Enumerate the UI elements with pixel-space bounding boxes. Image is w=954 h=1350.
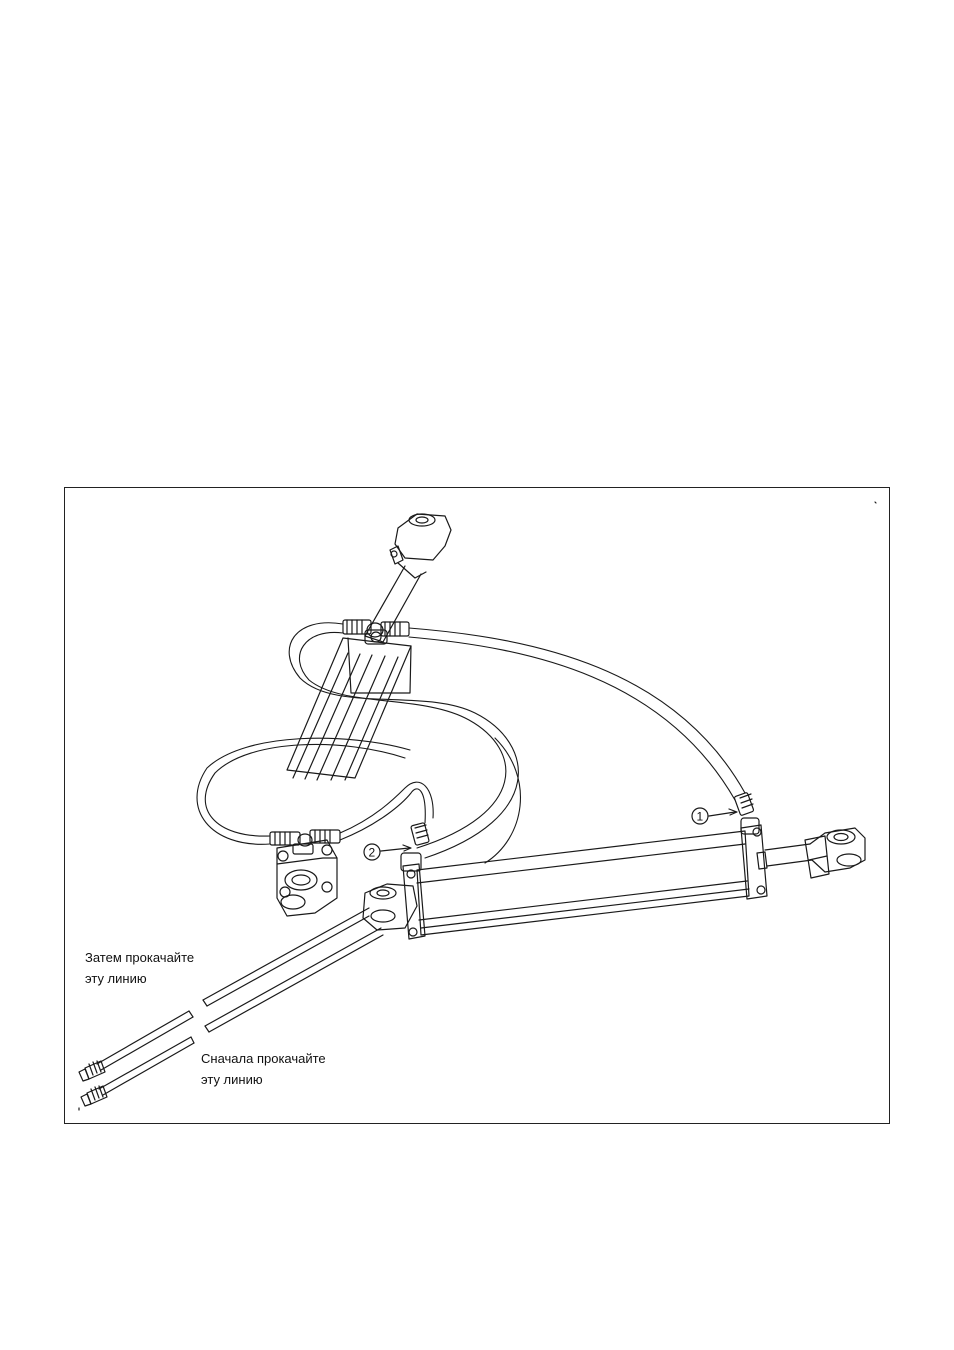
- marker-1-label: 1: [697, 810, 704, 824]
- upper-tee-fitting: [343, 620, 409, 637]
- callout-first-bleed: Сначала прокачайте эту линию: [201, 1048, 326, 1090]
- callout-first-line-2: эту линию: [201, 1069, 326, 1090]
- marker-2: 2: [364, 844, 411, 860]
- marker-1: 1: [692, 808, 737, 824]
- main-cylinder: [403, 825, 767, 939]
- figure-frame: 1 2 Затем прокачайте эту линию Сначала п…: [64, 487, 890, 1124]
- callout-then-line-2: эту линию: [85, 968, 194, 989]
- hydraulic-steering-diagram: 1 2: [65, 488, 891, 1125]
- line-end-fittings: [79, 1061, 107, 1106]
- main-left-clevis: [363, 884, 417, 930]
- upper-rod-end: [390, 514, 451, 578]
- callout-first-line-1: Сначала прокачайте: [201, 1048, 326, 1069]
- marker-2-label: 2: [369, 846, 376, 860]
- upper-cylinder: [287, 630, 411, 780]
- right-rod-end: [765, 828, 865, 878]
- corner-dot: [875, 502, 876, 503]
- callout-then-line-1: Затем прокачайте: [85, 947, 194, 968]
- hoses: [197, 623, 745, 863]
- callout-then-bleed: Затем прокачайте эту линию: [85, 947, 194, 989]
- fitting-2: [401, 823, 429, 871]
- upper-base-clevis: [277, 840, 337, 916]
